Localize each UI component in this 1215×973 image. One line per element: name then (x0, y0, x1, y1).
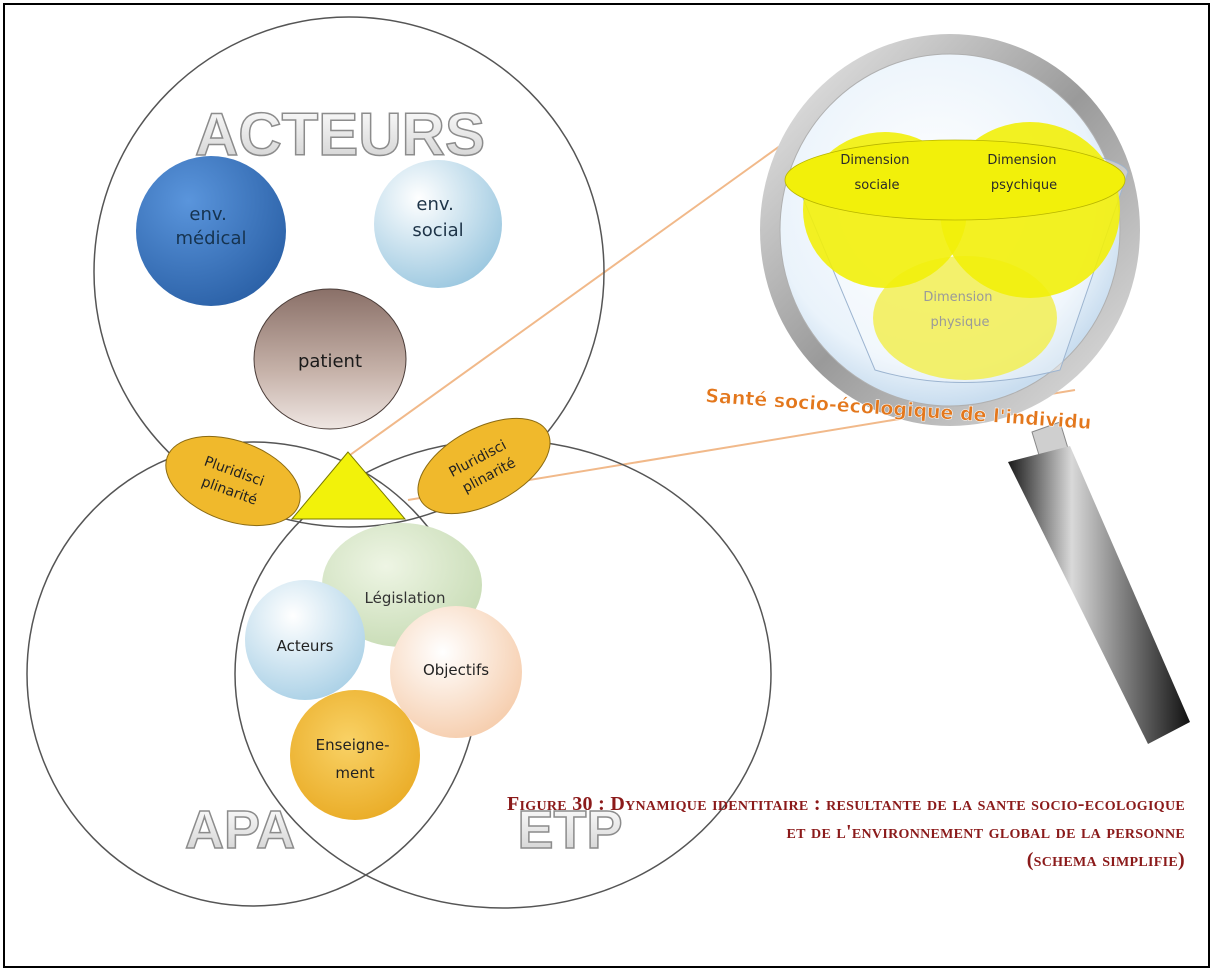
acteurs-circle (93, 16, 605, 528)
magnifier-handle (1008, 446, 1190, 744)
apa-title: APA (185, 800, 295, 860)
center-triangle (290, 451, 407, 520)
caption-line-1: Figure 30 : Dynamique identitaire : resu… (506, 793, 1185, 815)
enseignement-circle (290, 690, 420, 820)
connector-line (349, 127, 806, 456)
patient-label: patient (298, 351, 362, 372)
acteurs-small-label: Acteurs (277, 637, 334, 655)
dimension-physique-label: Dimension physique (923, 290, 996, 330)
env-medical-circle (136, 156, 286, 306)
objectifs-circle (390, 606, 522, 738)
env-social-label: env. social (412, 194, 463, 241)
figure-caption: Figure 30 : Dynamique identitaire : resu… (35, 790, 1185, 874)
pluridisciplinarite-right (417, 417, 551, 515)
dimension-sociale-label: Dimension sociale (840, 153, 913, 193)
pluridisciplinarite-left (165, 435, 301, 527)
objectifs-label: Objectifs (423, 661, 489, 679)
acteurs-small-circle (245, 580, 365, 700)
dimension-band (784, 139, 1126, 221)
env-medical-label: env. médical (176, 204, 247, 249)
enseignement-label: Enseigne- ment (316, 736, 395, 782)
etp-title: ETP (517, 800, 622, 860)
env-social-circle (374, 160, 502, 288)
patient-circle (253, 288, 407, 430)
figure-frame (3, 3, 1210, 968)
acteurs-title: ACTEURS (195, 101, 485, 168)
legislation-label: Législation (365, 589, 446, 607)
caption-line-2: et de l'environnement global de la perso… (786, 821, 1185, 843)
caption-line-3: (schema simplifie) (1026, 849, 1185, 871)
dimension-psychique-label: Dimension psychique (987, 153, 1060, 193)
